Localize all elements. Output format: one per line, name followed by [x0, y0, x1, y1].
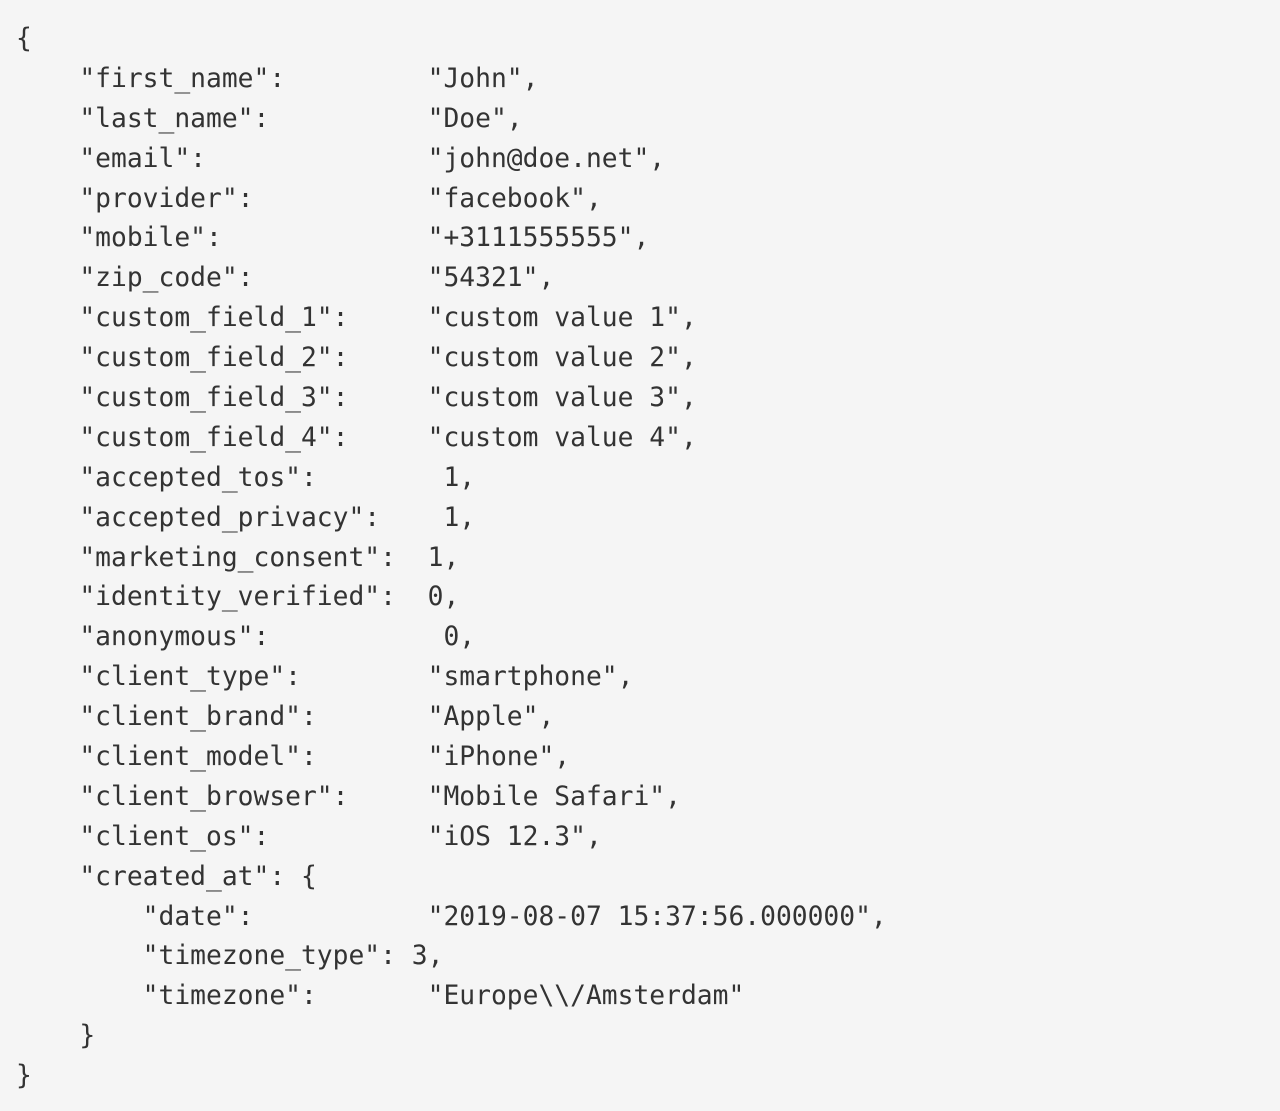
code-line: "client_brand": "Apple", [16, 702, 555, 733]
code-line: "client_type": "smartphone", [16, 662, 634, 693]
code-line: "created_at": { [16, 861, 317, 892]
code-line: "accepted_privacy": 1, [16, 502, 476, 533]
code-line: "email": "john@doe.net", [16, 143, 666, 174]
code-line: "accepted_tos": 1, [16, 462, 476, 493]
code-line: "custom_field_1": "custom value 1", [16, 303, 697, 334]
code-line: "custom_field_3": "custom value 3", [16, 383, 697, 414]
code-line: "anonymous": 0, [16, 622, 476, 653]
code-line: { [16, 24, 32, 54]
code-line: "marketing_consent": 1, [16, 542, 460, 573]
code-line: "zip_code": "54321", [16, 263, 555, 294]
code-line: "provider": "facebook", [16, 183, 602, 214]
code-line: "date": "2019-08-07 15:37:56.000000", [16, 901, 887, 932]
code-line: "client_os": "iOS 12.3", [16, 821, 602, 852]
code-line: "mobile": "+3111555555", [16, 223, 650, 254]
code-line: "first_name": "John", [16, 63, 539, 94]
code-line: "custom_field_2": "custom value 2", [16, 343, 697, 374]
code-line: "timezone_type": 3, [16, 941, 444, 972]
code-line: } [16, 1021, 96, 1052]
code-line: "timezone": "Europe\\/Amsterdam" [16, 981, 745, 1012]
code-line: } [16, 1061, 32, 1092]
code-line: "last_name": "Doe", [16, 103, 523, 134]
code-line: "identity_verified": 0, [16, 582, 460, 613]
code-line: "custom_field_4": "custom value 4", [16, 422, 697, 453]
code-line: "client_model": "iPhone", [16, 742, 571, 773]
code-line: "client_browser": "Mobile Safari", [16, 781, 681, 812]
